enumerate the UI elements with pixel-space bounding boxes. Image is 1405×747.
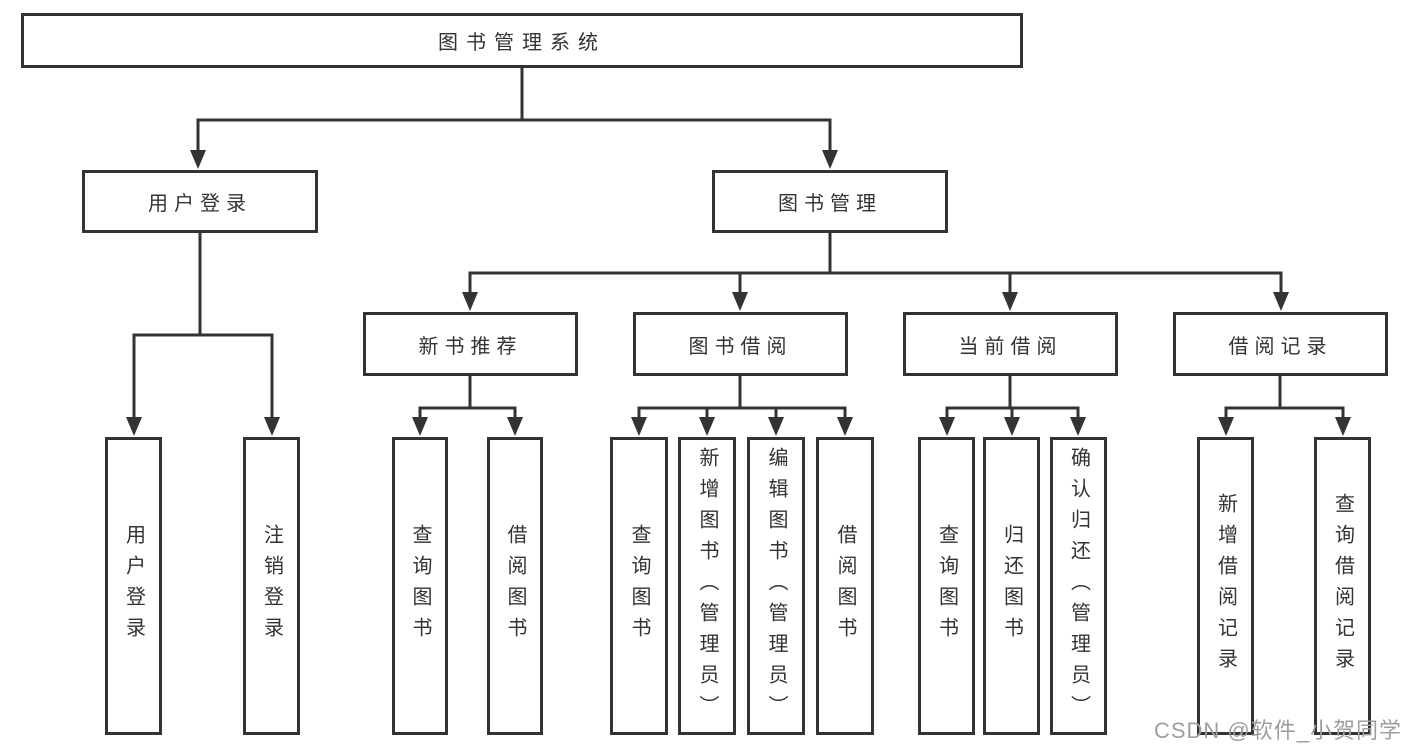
connector-user-login-to-leaves <box>126 231 280 436</box>
node-label: 新增借阅记录 <box>1214 493 1237 679</box>
connector-book-borrowing-to-leaves <box>631 374 853 436</box>
leaf-user-login: 用户登录 <box>105 437 162 735</box>
node-book-management-branch: 图书管理 <box>712 170 948 233</box>
leaf-add-borrow-record: 新增借阅记录 <box>1197 437 1254 735</box>
node-label: 归还图书 <box>1000 524 1023 648</box>
node-label: 确认归还（管理员） <box>1067 446 1090 726</box>
node-label: 查询图书 <box>628 524 650 648</box>
node-label: 新增图书（管理员） <box>696 446 718 726</box>
node-label: 借阅图书 <box>504 524 526 648</box>
connector-root-to-branches <box>190 66 838 169</box>
node-borrow-records: 借阅记录 <box>1173 312 1388 376</box>
node-book-borrowing: 图书借阅 <box>633 312 848 376</box>
node-library-management-system: 图书管理系统 <box>21 13 1023 68</box>
csdn-watermark: CSDN @软件_小贺同学 <box>1153 718 1402 743</box>
leaf-borrow-books-recommend: 借阅图书 <box>487 437 543 735</box>
leaf-query-borrow-record: 查询借阅记录 <box>1314 437 1371 735</box>
leaf-query-books-borrowing: 查询图书 <box>610 437 668 735</box>
node-new-book-recommend: 新书推荐 <box>363 312 578 376</box>
node-label: 借阅图书 <box>834 524 856 648</box>
connector-new-book-recommend-to-leaves <box>412 374 523 436</box>
leaf-query-books-current: 查询图书 <box>918 437 975 735</box>
leaf-confirm-return-admin: 确认归还（管理员） <box>1050 437 1107 735</box>
leaf-return-books: 归还图书 <box>983 437 1040 735</box>
node-label: 查询借阅记录 <box>1331 493 1354 679</box>
connector-current-borrowing-to-leaves <box>939 374 1086 436</box>
node-label: 用户登录 <box>122 524 145 648</box>
node-label: 编辑图书（管理员） <box>765 446 787 726</box>
leaf-add-books-admin: 新增图书（管理员） <box>678 437 736 735</box>
leaf-edit-books-admin: 编辑图书（管理员） <box>747 437 805 735</box>
node-label: 用户登录 <box>148 193 252 215</box>
connector-borrow-records-to-leaves <box>1218 374 1351 436</box>
node-label: 当前借阅 <box>958 335 1063 358</box>
node-label: 借阅记录 <box>1228 335 1333 358</box>
node-label: 注销登录 <box>260 524 283 648</box>
leaf-query-books-recommend: 查询图书 <box>392 437 448 735</box>
node-current-borrowing: 当前借阅 <box>903 312 1118 376</box>
node-user-login-branch: 用户登录 <box>82 170 318 233</box>
connector-book-management-to-modules <box>462 231 1289 311</box>
leaf-borrow-books: 借阅图书 <box>816 437 874 735</box>
node-label: 新书推荐 <box>418 335 523 358</box>
node-label: 查询图书 <box>409 524 431 648</box>
node-label: 图书管理系统 <box>438 32 606 54</box>
node-label: 查询图书 <box>935 524 958 648</box>
node-label: 图书借阅 <box>688 335 793 358</box>
node-label: 图书管理 <box>778 193 882 215</box>
leaf-logout: 注销登录 <box>243 437 300 735</box>
